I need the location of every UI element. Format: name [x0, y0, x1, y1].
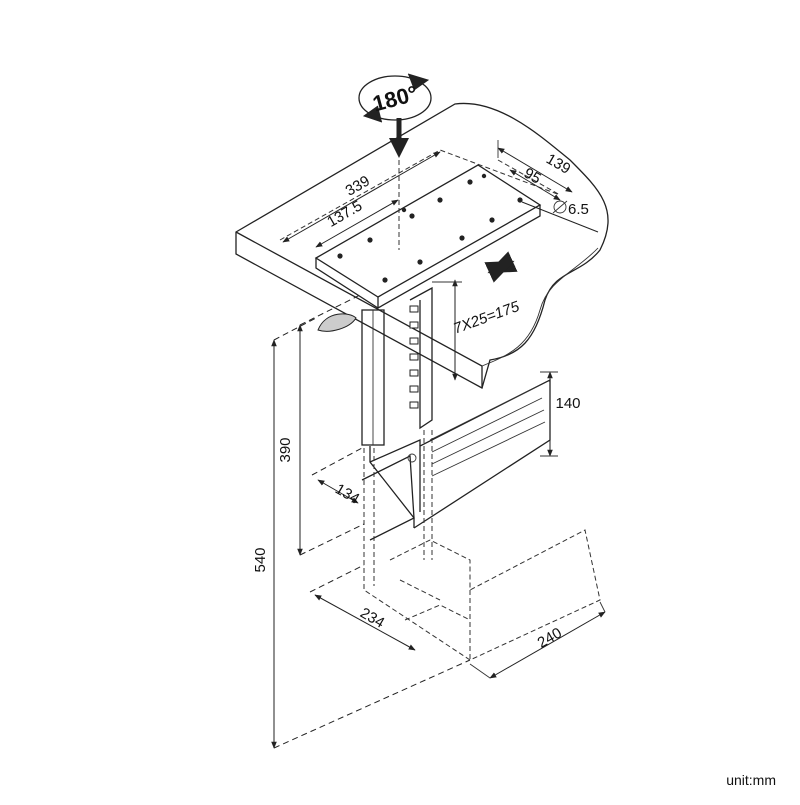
dim-base-depth-label: 234	[357, 604, 387, 631]
support-arms	[317, 286, 433, 446]
cpu-holder	[361, 378, 551, 541]
dim-shelf-width: 134	[311, 447, 362, 508]
dim-total-height-label: 540	[252, 547, 269, 572]
dim-hole-label: 6.5	[568, 201, 589, 218]
dim-depth-inner: 95	[509, 165, 561, 201]
dim-side-height-label: 140	[555, 395, 580, 412]
dim-mid-height-label: 390	[277, 437, 294, 462]
dim-top-inner-label: 137.5	[324, 197, 365, 230]
dim-depth-outer-label: 139	[543, 150, 573, 177]
dim-mid-height: 390	[277, 294, 365, 556]
slide-arrow-icon	[484, 251, 518, 283]
dim-depth-inner-label: 95	[521, 165, 544, 188]
dim-hole: 6.5	[521, 200, 599, 233]
unit-label: unit:mm	[726, 772, 776, 788]
dim-top-width-label: 339	[343, 172, 373, 199]
dim-base-depth: 234	[309, 564, 416, 651]
dim-top-inner: 137.5	[315, 197, 399, 248]
dim-side-height: 140	[540, 371, 581, 457]
cpu-holder-extended	[363, 430, 601, 661]
rotation-label: 180°	[370, 81, 420, 117]
desk-top	[235, 102, 609, 389]
dim-total-height: 540	[252, 317, 471, 749]
dim-shelf-width-label: 134	[332, 480, 362, 507]
dim-base-width: 240	[469, 601, 606, 679]
dim-top-width: 339	[282, 151, 441, 243]
rotate-180-icon: 180°	[358, 73, 432, 123]
dim-adjust-steps-label: 7X25=175	[451, 298, 522, 338]
dim-adjust-steps: 7X25=175	[432, 279, 522, 381]
down-arrow-icon	[389, 118, 409, 158]
